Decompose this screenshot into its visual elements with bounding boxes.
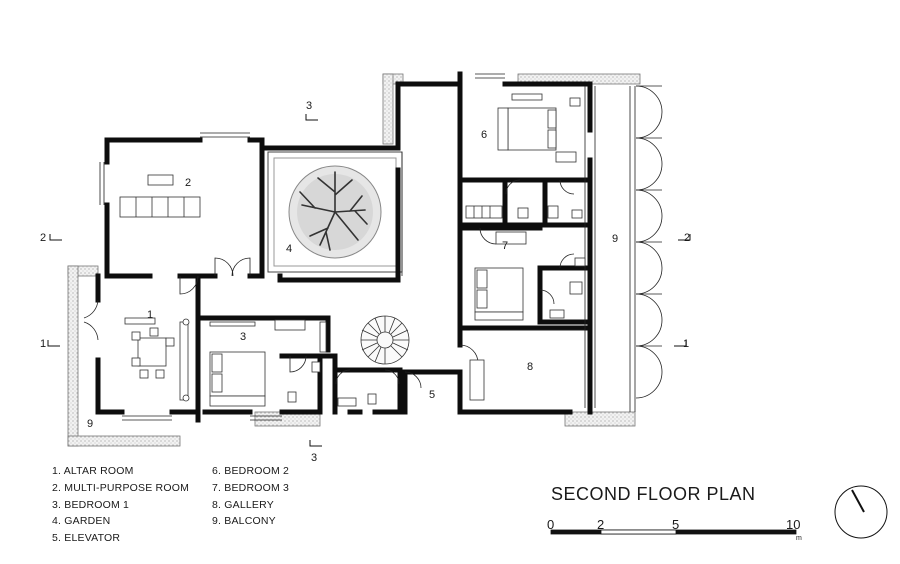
- room-number: 6: [481, 129, 487, 141]
- section-label: 2: [684, 232, 690, 244]
- scale-bar: [550, 529, 797, 535]
- room-number: 5: [429, 389, 435, 401]
- legend-item: 1. ALTAR ROOM: [52, 465, 134, 477]
- legend-item: 7. BEDROOM 3: [212, 481, 290, 494]
- scale-tick-label: 10: [786, 517, 801, 532]
- legend-col-1: 1. ALTAR ROOM 2. MULTI-PURPOSE ROOM 3. B…: [52, 463, 189, 547]
- interior-doors: [83, 179, 575, 389]
- scale-tick-label: 0: [547, 517, 555, 532]
- legend-item: 5. ELEVATOR: [52, 532, 121, 545]
- legend-item: 2. MULTI-PURPOSE ROOM: [52, 481, 190, 494]
- legend-item: 8. GALLERY: [212, 498, 274, 511]
- room-number: 2: [185, 177, 191, 189]
- scale-tick-label: 5: [672, 517, 680, 532]
- room-number: 1: [147, 309, 153, 321]
- scale-tick-label: 2: [597, 517, 605, 532]
- section-label: 3: [306, 100, 312, 112]
- section-markers: [47, 114, 691, 447]
- section-label: 2: [40, 232, 46, 244]
- plan-title: SECOND FLOOR PLAN: [551, 484, 756, 504]
- windows: [99, 73, 636, 421]
- section-label: 1: [40, 338, 46, 350]
- furniture: [119, 93, 586, 407]
- room-number: 7: [502, 240, 508, 252]
- room-numbers: 1 2 3 4 5 6 7 8 9 9: [87, 129, 618, 430]
- section-label: 1: [683, 338, 689, 350]
- room-number: 3: [240, 331, 246, 343]
- scale-unit: m: [796, 535, 802, 542]
- planter-strips: [67, 73, 641, 447]
- legend-item: 9. BALCONY: [212, 515, 276, 528]
- legend-item: 4. GARDEN: [52, 515, 111, 528]
- legend-col-2: 6. BEDROOM 2 7. BEDROOM 3 8. GALLERY 9. …: [212, 463, 289, 530]
- legend-item: 6. BEDROOM 2: [212, 465, 290, 477]
- tree-icon: [288, 165, 382, 259]
- legend-item: 3. BEDROOM 1: [52, 498, 130, 511]
- walls: [95, 71, 593, 423]
- room-number: 8: [527, 361, 533, 373]
- north-arrow-icon: [834, 485, 888, 539]
- spiral-stair-icon: [360, 315, 410, 365]
- room-number: 4: [286, 243, 292, 255]
- room-number: 9: [612, 233, 618, 245]
- room-number: 9: [87, 418, 93, 430]
- section-label: 3: [311, 452, 317, 464]
- balcony-doors: [635, 85, 663, 399]
